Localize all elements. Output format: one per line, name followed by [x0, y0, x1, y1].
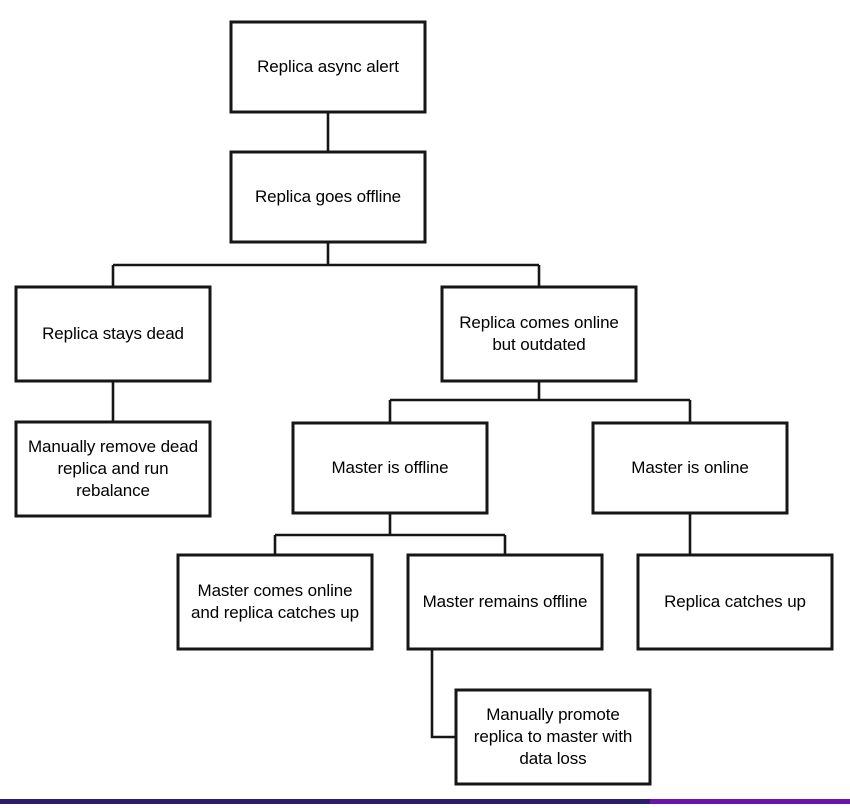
flow-edge-master-remains-offline-to-manually-promote-replica-to-master-with-data-loss: [430, 649, 456, 739]
flow-node-manually-promote-replica-to-master-with-data-loss[interactable]: [454, 688, 652, 786]
footer-accent-bar: [0, 799, 850, 804]
flow-node-master-is-online[interactable]: [591, 421, 789, 515]
flow-node-replica-async-alert[interactable]: [229, 20, 427, 114]
flow-edge-master-is-offline-to-master-comes-online-and-replica-catches-up: [273, 513, 505, 555]
flow-node-replica-comes-online-but-outdated[interactable]: [440, 285, 638, 383]
flow-node-replica-catches-up[interactable]: [636, 553, 834, 651]
flow-node-master-comes-online-and-replica-catches-up[interactable]: [176, 553, 374, 651]
footer-bar-right-segment: [650, 799, 850, 804]
flow-node-manually-remove-dead-replica-and-run-rebalance[interactable]: [14, 420, 212, 518]
nodes-group: [14, 20, 834, 786]
flow-node-replica-stays-dead[interactable]: [14, 285, 212, 383]
edges-group: [111, 112, 692, 739]
flow-edge-replica-goes-offline-to-replica-stays-dead: [111, 242, 539, 287]
flow-edge-replica-comes-online-but-outdated-to-master-is-offline: [388, 381, 690, 423]
flow-node-replica-goes-offline[interactable]: [229, 150, 427, 244]
flow-node-master-is-offline[interactable]: [291, 421, 489, 515]
flow-node-master-remains-offline[interactable]: [406, 553, 604, 651]
footer-bar-left-segment: [0, 799, 650, 804]
